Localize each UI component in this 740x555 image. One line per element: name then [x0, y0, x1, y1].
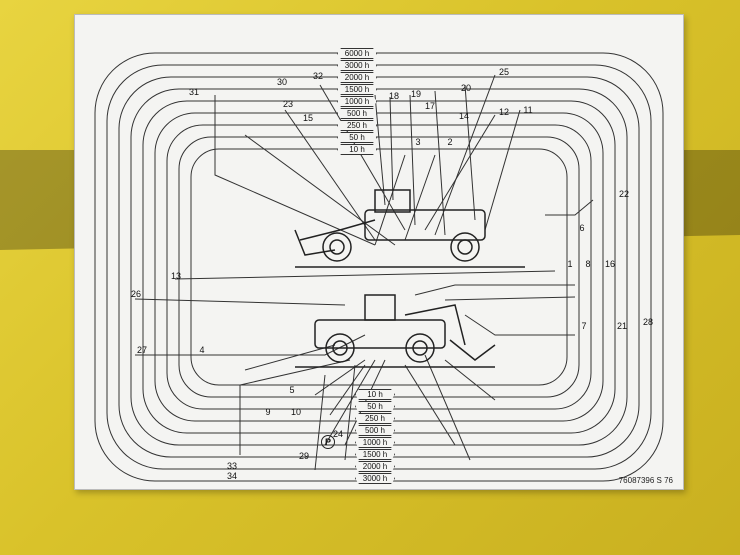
point-label: 6	[579, 223, 585, 233]
wheel-loader-top-view	[294, 189, 525, 268]
point-label: 25	[498, 67, 509, 77]
hour-box: 250 h	[337, 120, 377, 131]
point-label: 3	[415, 137, 421, 147]
point-label: 11	[523, 105, 533, 115]
point-label: 30	[276, 77, 287, 87]
part-number: 76087396 S 76	[618, 476, 673, 485]
wheel-loader-bottom-view	[295, 294, 496, 368]
hour-box: 10 h	[355, 389, 395, 400]
point-label: 17	[424, 101, 435, 111]
point-label: 28	[642, 317, 653, 327]
point-label: 34	[226, 471, 237, 481]
point-label: 2	[447, 137, 453, 147]
point-label: 20	[460, 83, 471, 93]
point-label: 10	[290, 407, 301, 417]
point-label: 19	[410, 89, 421, 99]
lubrication-chart-plate: 6000 h 3000 h 2000 h 1500 h 1000 h 500 h…	[74, 14, 684, 490]
point-label: 26	[130, 289, 141, 299]
point-label: 8	[585, 259, 591, 269]
point-label: 18	[388, 91, 399, 101]
hour-box: 2000 h	[355, 461, 395, 472]
hour-box: 3000 h	[337, 60, 377, 71]
point-label: 21	[616, 321, 627, 331]
hour-box: 1500 h	[337, 84, 377, 95]
point-label: 22	[618, 189, 629, 199]
point-label: 29	[298, 451, 309, 461]
parking-icon: P	[321, 435, 335, 449]
point-label: 9	[265, 407, 271, 417]
hour-box: 50 h	[355, 401, 395, 412]
hour-box: 1000 h	[355, 437, 395, 448]
point-label: 23	[282, 99, 293, 109]
point-label: 31	[188, 87, 199, 97]
point-label: 12	[498, 107, 509, 117]
hour-box: 10 h	[337, 144, 377, 155]
point-label: 15	[302, 113, 313, 123]
point-label: 32	[312, 71, 323, 81]
hour-box: 50 h	[337, 132, 377, 143]
hour-box: 500 h	[337, 108, 377, 119]
point-label: 7	[581, 321, 587, 331]
point-label: 5	[289, 385, 295, 395]
point-label: 33	[226, 461, 237, 471]
point-label: 24	[332, 429, 343, 439]
hour-box: 1000 h	[337, 96, 377, 107]
hour-box: 1500 h	[355, 449, 395, 460]
hour-box: 250 h	[355, 413, 395, 424]
point-label: 13	[170, 271, 181, 281]
hour-box: 500 h	[355, 425, 395, 436]
hour-box: 2000 h	[337, 72, 377, 83]
point-label: 27	[136, 345, 147, 355]
ring-10h	[190, 148, 568, 386]
point-label: 14	[458, 111, 469, 121]
point-label: 1	[567, 259, 573, 269]
point-label: 4	[199, 345, 205, 355]
point-label: 16	[604, 259, 615, 269]
hour-box: 3000 h	[355, 473, 395, 484]
hour-box: 6000 h	[337, 48, 377, 59]
